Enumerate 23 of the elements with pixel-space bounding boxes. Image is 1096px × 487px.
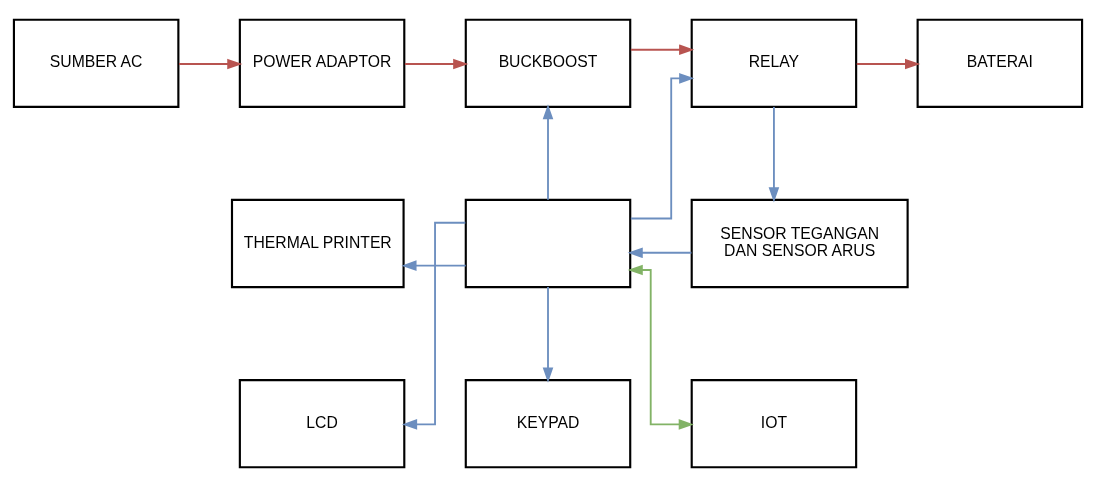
node-box: KEYPAD: [464, 379, 632, 469]
arrow: [542, 286, 554, 383]
node-box: SENSOR TEGANGAN DAN SENSOR ARUS: [690, 198, 909, 289]
arrow: [542, 104, 554, 201]
node-box: THERMAL PRINTER: [230, 198, 405, 289]
arrow: [629, 44, 695, 56]
node-box: POWER ADAPTOR: [238, 18, 406, 108]
node-box: SUMBER AC: [12, 18, 180, 108]
node-box: BATERAI: [916, 18, 1084, 108]
arrow: [629, 73, 695, 220]
arrow: [178, 58, 243, 70]
node-box: IOT: [690, 379, 858, 469]
arrow: [401, 221, 467, 430]
node-box: RELAY: [690, 18, 858, 108]
node-box: [464, 198, 632, 289]
arrow: [768, 106, 780, 203]
arrow: [404, 58, 469, 70]
arrow: [627, 264, 694, 430]
arrow: [627, 247, 693, 259]
arrow: [401, 260, 467, 271]
node-box: LCD: [238, 379, 406, 469]
node-box: BUCKBOOST: [464, 18, 632, 108]
arrow: [855, 58, 921, 70]
